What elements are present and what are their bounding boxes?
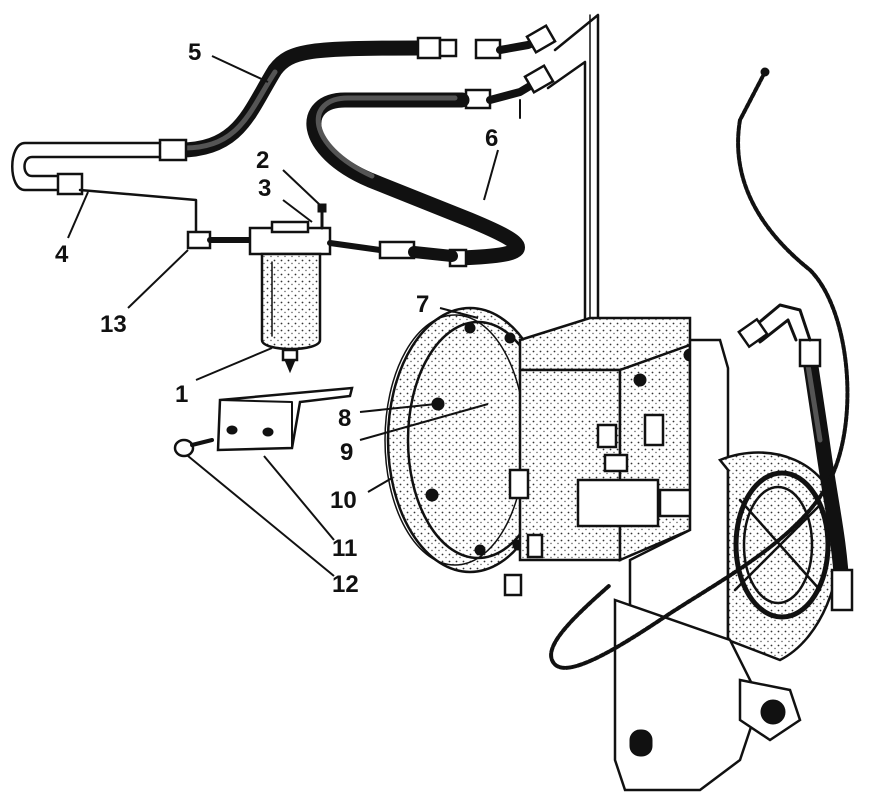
callout-1: 1 [175,381,188,408]
hose-6 [306,92,525,268]
bracket [216,386,354,452]
callout-labels: 5 6 2 3 4 13 1 7 8 9 10 11 12 [55,39,498,598]
callout-4: 4 [55,241,69,268]
callout-5: 5 [188,39,201,66]
injection-pump [384,306,720,597]
callout-2: 2 [256,147,269,174]
fuel-filter [78,188,458,374]
callout-10: 10 [330,487,357,514]
control-cable [549,67,850,670]
callout-13: 13 [100,311,127,338]
callout-7: 7 [416,291,429,318]
leader-lines [67,55,499,577]
callout-11: 11 [332,535,357,562]
callout-3: 3 [258,175,271,202]
callout-6: 6 [485,125,498,152]
right-side-hose [737,303,854,612]
callout-12: 12 [332,571,359,598]
hose-5 [11,36,458,196]
bolt [173,438,214,458]
tube-fittings-top [464,23,557,119]
callout-9: 9 [340,439,353,466]
callout-8: 8 [338,405,351,432]
